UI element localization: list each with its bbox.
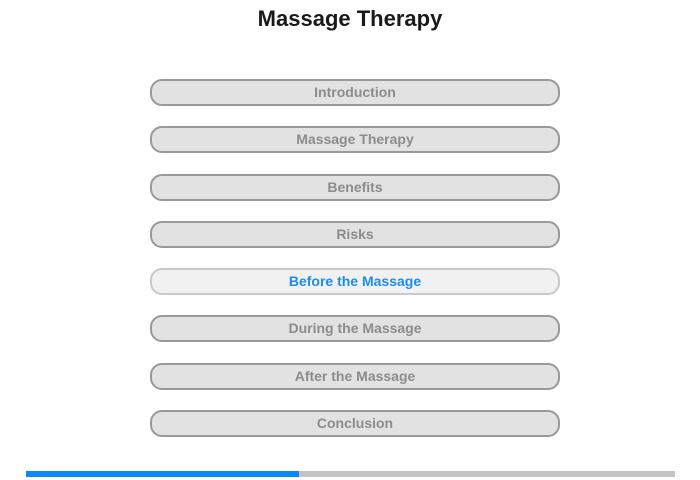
menu-item-before-the-massage[interactable]: Before the Massage [150, 268, 560, 296]
page-title: Massage Therapy [257, 6, 443, 31]
progress-fill [26, 471, 299, 477]
menu-item-during-the-massage[interactable]: During the Massage [150, 315, 560, 343]
menu-item-conclusion[interactable]: Conclusion [150, 410, 560, 438]
menu-item-massage-therapy[interactable]: Massage Therapy [150, 126, 560, 154]
menu-item-risks[interactable]: Risks [150, 220, 560, 248]
menu-item-introduction[interactable]: Introduction [150, 79, 560, 106]
navigation-menu: Introduction Massage Therapy Benefits Ri… [150, 79, 560, 438]
menu-item-after-the-massage[interactable]: After the Massage [150, 362, 560, 390]
menu-item-benefits[interactable]: Benefits [150, 173, 560, 201]
progress-bar [26, 471, 675, 477]
